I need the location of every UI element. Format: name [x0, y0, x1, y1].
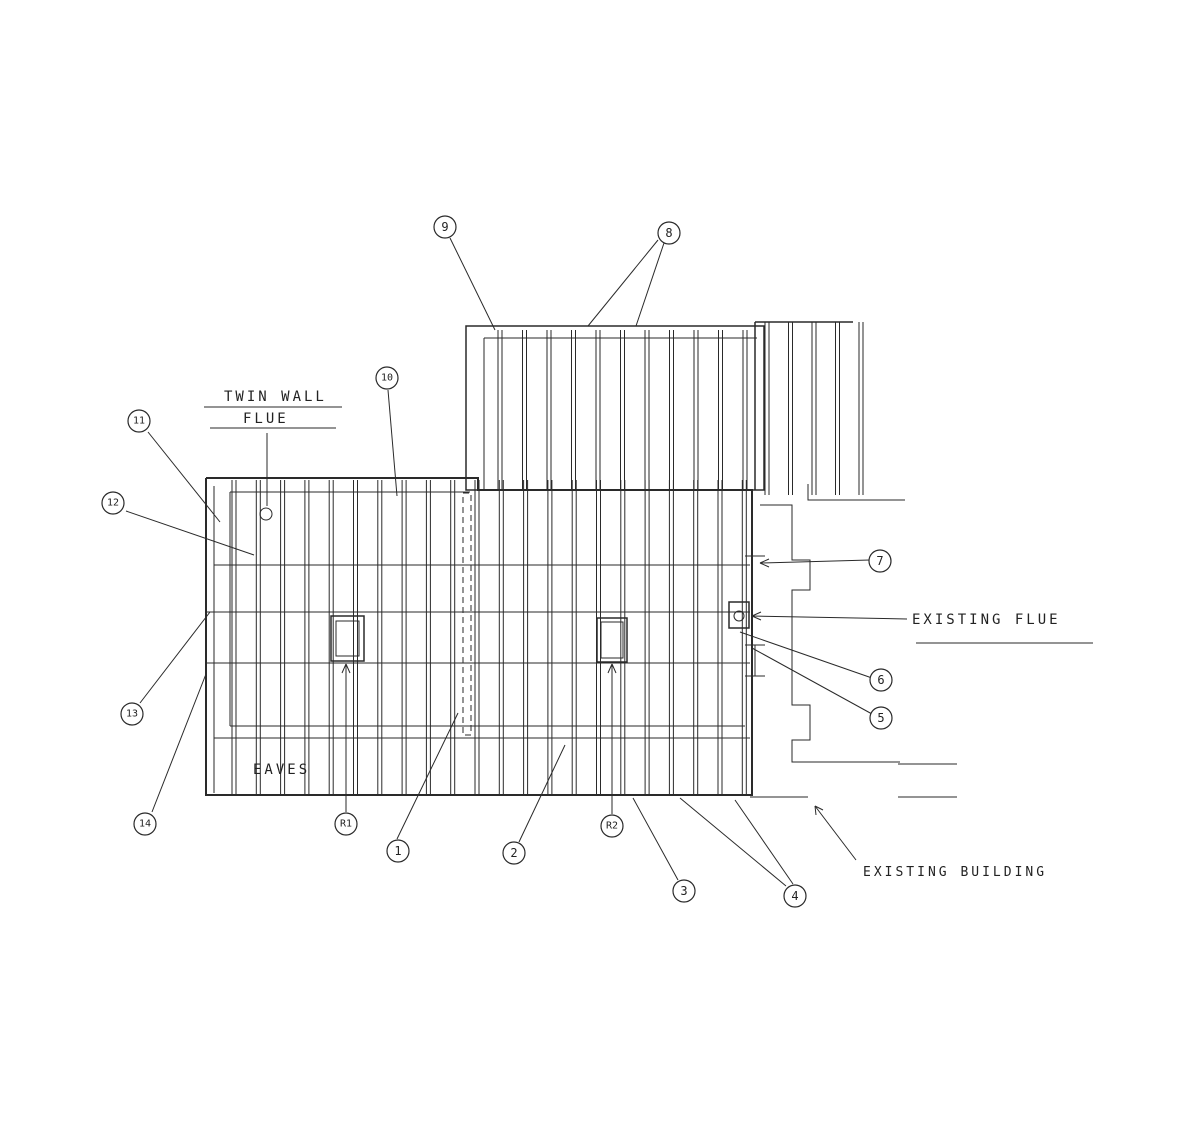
callout-4: 4 [783, 884, 807, 908]
existing-building-label: EXISTING BUILDING [863, 865, 1047, 880]
arrowhead-r2 [607, 663, 617, 674]
rooflight-r2-inner [600, 621, 624, 659]
svg-text:6: 6 [877, 673, 884, 687]
twin-wall-label: TWIN WALL [224, 389, 327, 405]
callout-1: 1 [386, 839, 410, 863]
svg-text:12: 12 [107, 498, 119, 509]
leader-2 [518, 744, 566, 843]
upper-roof [465, 325, 765, 491]
leader-10 [387, 389, 398, 497]
twin-wall-flue-symbol [259, 507, 273, 521]
callout-3: 3 [672, 879, 696, 903]
callout-9: 9 [433, 215, 457, 239]
leader-6 [739, 631, 873, 679]
existing-flue-symbol [733, 610, 745, 622]
callout-14: 14 [133, 812, 157, 836]
dashed-valley [462, 492, 472, 736]
leader-lines [125, 237, 908, 887]
notes: TWIN WALL FLUE EXISTING FLUE EXISTING BU… [204, 389, 1093, 880]
svg-text:8: 8 [665, 226, 672, 240]
callout-7: 7 [868, 549, 892, 573]
leader-5 [751, 647, 873, 715]
existing-building-step [807, 484, 905, 501]
eaves-label: EAVES [253, 762, 310, 778]
callout-r1: R1 [334, 812, 358, 836]
svg-text:5: 5 [877, 711, 884, 725]
existing-building-wall-outline [760, 504, 900, 763]
svg-text:R1: R1 [340, 819, 352, 830]
svg-text:3: 3 [680, 884, 687, 898]
leader-4b [734, 799, 794, 885]
callout-2: 2 [502, 841, 526, 865]
existing-building [750, 321, 957, 798]
svg-text:4: 4 [791, 889, 798, 903]
leader-4a [679, 797, 787, 887]
flue-label: FLUE [243, 411, 289, 427]
callout-13: 13 [120, 702, 144, 726]
svg-text:11: 11 [133, 416, 145, 427]
arrowhead-r1 [341, 663, 351, 674]
rooflight-r2 [596, 617, 628, 663]
svg-text:9: 9 [441, 220, 448, 234]
leader-1 [396, 712, 459, 840]
leader-8b [635, 242, 665, 327]
svg-text:10: 10 [381, 373, 393, 384]
main-roof-seams [231, 480, 747, 795]
callout-8: 8 [657, 221, 681, 245]
leader-14 [151, 673, 207, 813]
rooflight-r1-inner [335, 620, 360, 657]
leader-9 [449, 237, 496, 331]
callout-10: 10 [375, 366, 399, 390]
callouts: 9 8 10 11 12 13 14 R1 1 2 R2 3 4 7 6 5 [101, 215, 893, 908]
svg-text:R2: R2 [606, 821, 618, 832]
arrowhead-existing-building [814, 805, 824, 816]
arrowhead-existing-flue [751, 611, 762, 621]
callout-11: 11 [127, 409, 151, 433]
svg-text:7: 7 [876, 554, 883, 568]
existing-flue-label: EXISTING FLUE [912, 612, 1061, 628]
svg-text:1: 1 [394, 844, 401, 858]
callout-6: 6 [869, 668, 893, 692]
rooflight-r1 [330, 615, 365, 662]
callout-5: 5 [869, 706, 893, 730]
upper-roof-outline [465, 325, 765, 491]
svg-text:13: 13 [126, 709, 138, 720]
leader-existing-flue [751, 615, 908, 620]
leader-12 [125, 510, 255, 556]
svg-text:2: 2 [510, 846, 517, 860]
main-roof [205, 477, 765, 796]
leader-13 [139, 611, 211, 704]
main-roof-outline [205, 477, 753, 796]
leader-3 [632, 797, 679, 881]
leader-8a [587, 239, 659, 327]
callout-12: 12 [101, 491, 125, 515]
existing-flue-box [728, 601, 750, 629]
existing-building-seams [764, 322, 864, 495]
leader-existing-building [814, 805, 857, 861]
callout-r2: R2 [600, 814, 624, 838]
leader-7 [759, 559, 871, 564]
arrowhead-7 [759, 558, 770, 568]
leader-11 [147, 431, 221, 523]
svg-text:14: 14 [139, 819, 151, 830]
upper-roof-seams [497, 330, 748, 490]
